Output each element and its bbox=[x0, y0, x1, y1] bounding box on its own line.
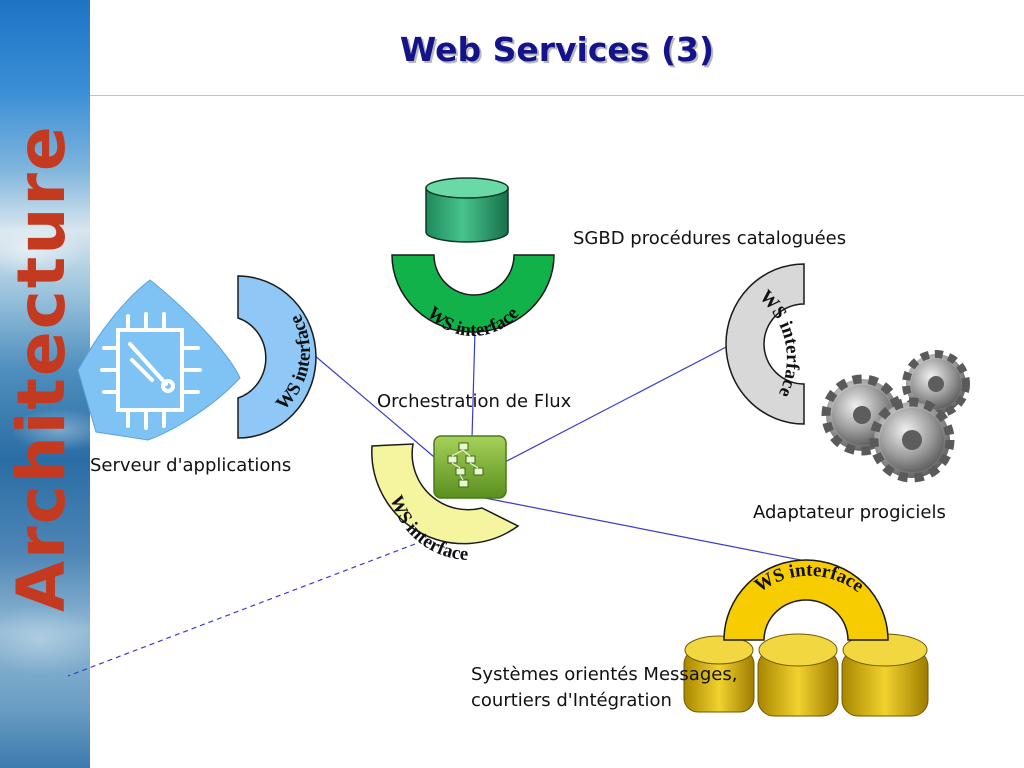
messaging-stack-icon bbox=[683, 633, 929, 717]
ws-interface-bottom: WS interface bbox=[723, 559, 889, 641]
orchestration-label: Orchestration de Flux bbox=[377, 391, 572, 412]
database-cylinder-icon bbox=[425, 177, 509, 243]
title-divider bbox=[90, 95, 1024, 96]
ws-interface-right: WS interface bbox=[725, 263, 805, 425]
connector-adapters bbox=[504, 344, 731, 463]
orchestration-hub-icon bbox=[433, 435, 507, 499]
connector-lines bbox=[67, 329, 827, 677]
connector-dashed bbox=[67, 543, 416, 677]
connector-app-server bbox=[313, 354, 441, 463]
database-label: SGBD procédures cataloguées bbox=[573, 228, 847, 249]
slide-title: Web Services (3) bbox=[399, 30, 715, 69]
connector-database bbox=[471, 329, 476, 439]
gears-icon bbox=[821, 350, 970, 483]
ws-interface-left: WS interface bbox=[237, 275, 317, 439]
side-decorative-band: Architecture bbox=[0, 0, 90, 768]
messaging-label-line2: courtiers d'Intégration bbox=[471, 690, 672, 711]
app-server-label: Serveur d'applications bbox=[90, 455, 292, 476]
connector-messaging bbox=[484, 497, 827, 566]
app-server-chip-icon bbox=[77, 279, 241, 441]
adapters-label: Adaptateur progiciels bbox=[753, 502, 946, 523]
messaging-label-line1: Systèmes orientés Messages, bbox=[471, 664, 738, 685]
ws-interface-top: WS interface bbox=[391, 254, 555, 341]
